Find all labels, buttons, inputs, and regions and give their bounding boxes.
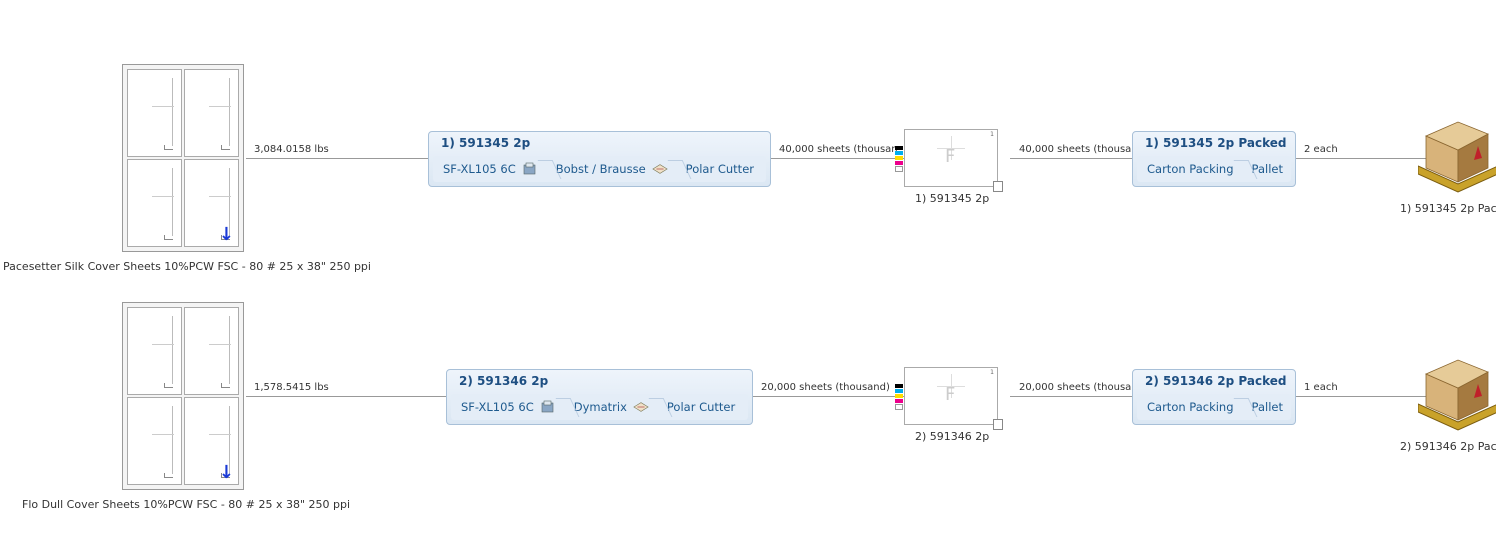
step-label: Pallet: [1251, 400, 1283, 414]
output-qty: 20,000 sheets (thousand): [761, 382, 890, 394]
pack-qty: 40,000 sheets (thousand): [1019, 144, 1131, 156]
printing-press-icon: [541, 400, 554, 413]
part-label: 1) 591345 2p: [915, 192, 990, 205]
process-title: 1) 591345 2p: [441, 136, 531, 150]
step-press[interactable]: SF-XL105 6C: [451, 394, 564, 420]
step-label: Polar Cutter: [666, 400, 736, 414]
step-diecut[interactable]: Dymatrix: [564, 394, 657, 420]
pack-qty: 20,000 sheets (thousand): [1019, 382, 1131, 394]
step-label: Bobst / Brausse: [555, 162, 646, 176]
step-label: Pallet: [1251, 162, 1283, 176]
material-sheet-layout[interactable]: ↓: [122, 64, 244, 252]
step-pallet[interactable]: Pallet: [1242, 394, 1291, 420]
step-pallet[interactable]: Pallet: [1242, 156, 1291, 182]
step-carton[interactable]: Carton Packing: [1137, 156, 1242, 182]
material-qty: 1,578.5415 lbs: [254, 382, 329, 394]
step-label: Carton Packing: [1147, 400, 1234, 414]
process-node[interactable]: 1) 591345 2p SF-XL105 6C Bobst / Brausse…: [428, 131, 771, 187]
process-title: 2) 591346 2p Packed: [1145, 374, 1287, 388]
step-cutter[interactable]: Polar Cutter: [676, 156, 762, 182]
step-label: Polar Cutter: [685, 162, 754, 176]
step-label: Dymatrix: [573, 400, 627, 414]
step-label: SF-XL105 6C: [461, 400, 534, 414]
material-label: Pacesetter Silk Cover Sheets 10%PCW FSC …: [3, 260, 371, 273]
output-qty: 40,000 sheets (thousand): [779, 144, 897, 156]
connector-line: [770, 158, 904, 159]
step-label: Carton Packing: [1147, 162, 1234, 176]
connector-line: [1010, 158, 1132, 159]
pack-process-node[interactable]: 2) 591346 2p Packed Carton Packing Palle…: [1132, 369, 1296, 425]
final-product-label: 2) 591346 2p Packed: [1400, 440, 1496, 453]
down-arrow-icon: ↓: [218, 224, 234, 245]
ship-qty: 2 each: [1304, 144, 1338, 156]
down-arrow-icon: ↓: [218, 462, 234, 483]
printing-press-icon: [523, 162, 536, 175]
process-title: 1) 591345 2p Packed: [1145, 136, 1287, 150]
connector-line: [1296, 396, 1426, 397]
process-title: 2) 591346 2p: [459, 374, 549, 388]
step-carton[interactable]: Carton Packing: [1137, 394, 1242, 420]
color-bar-icon: [895, 384, 903, 411]
pack-process-node[interactable]: 1) 591345 2p Packed Carton Packing Palle…: [1132, 131, 1296, 187]
step-label: SF-XL105 6C: [443, 162, 516, 176]
connector-line: [1010, 396, 1132, 397]
material-qty: 3,084.0158 lbs: [254, 144, 329, 156]
step-cutter[interactable]: Polar Cutter: [657, 394, 743, 420]
connector-line: [246, 158, 428, 159]
die-cutter-icon: [633, 402, 649, 412]
connector-line: [246, 396, 446, 397]
connector-line: [1296, 158, 1426, 159]
workflow-row-2: ↓ Flo Dull Cover Sheets 10%PCW FSC - 80 …: [0, 296, 1496, 516]
color-bar-icon: [895, 146, 903, 173]
part-label: 2) 591346 2p: [915, 430, 990, 443]
ship-qty: 1 each: [1304, 382, 1338, 394]
packed-pallet-icon[interactable]: [1418, 116, 1496, 194]
die-cutter-icon: [651, 164, 668, 174]
workflow-row-1: ↓ Pacesetter Silk Cover Sheets 10%PCW FS…: [0, 58, 1496, 278]
process-node[interactable]: 2) 591346 2p SF-XL105 6C Dymatrix Polar …: [446, 369, 753, 425]
packed-pallet-icon[interactable]: [1418, 354, 1496, 432]
final-product-label: 1) 591345 2p Packed: [1400, 202, 1496, 215]
connector-line: [752, 396, 904, 397]
step-diecut[interactable]: Bobst / Brausse: [546, 156, 676, 182]
material-sheet-layout[interactable]: ↓: [122, 302, 244, 490]
material-label: Flo Dull Cover Sheets 10%PCW FSC - 80 # …: [22, 498, 351, 511]
step-press[interactable]: SF-XL105 6C: [433, 156, 546, 182]
